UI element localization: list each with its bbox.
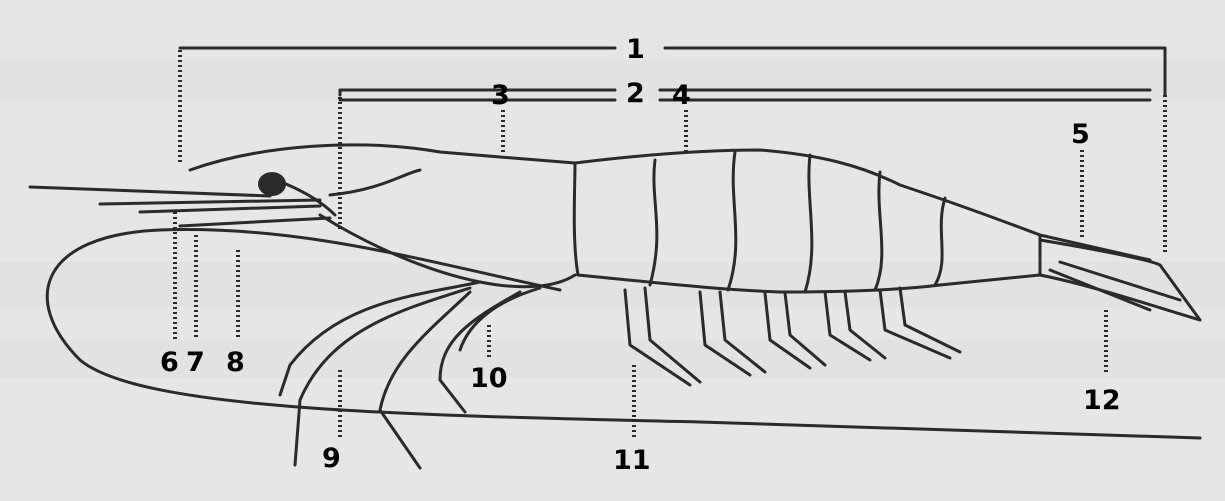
label-5: 5 [1071,119,1090,150]
label-6: 6 [160,347,179,378]
label-2: 2 [626,78,645,109]
label-10: 10 [470,363,508,394]
label-1: 1 [626,34,645,65]
label-7: 7 [186,347,205,378]
label-8: 8 [226,347,245,378]
label-11: 11 [613,445,651,476]
label-9: 9 [322,443,341,474]
label-12: 12 [1083,385,1121,416]
label-4: 4 [672,80,691,111]
label-3: 3 [491,80,510,111]
